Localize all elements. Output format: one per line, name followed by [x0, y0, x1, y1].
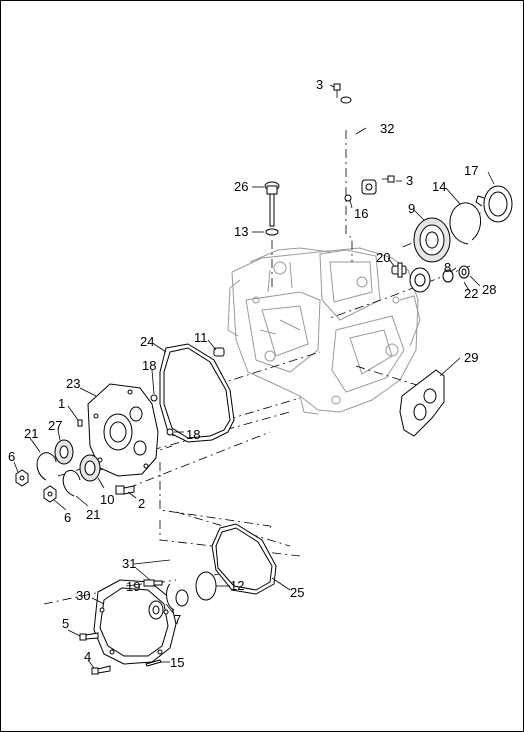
callout-10: 10	[100, 492, 114, 507]
callout-2: 2	[138, 496, 145, 511]
callout-18-upper: 18	[142, 358, 156, 373]
callout-labels: 3 32 3 16 26 13 17 14 9 20 8 22 28 29 24…	[8, 77, 496, 670]
callout-3-right: 3	[406, 173, 413, 188]
part-5-bolt	[79, 632, 99, 641]
part-13-o-ring	[265, 228, 279, 236]
callout-25: 25	[290, 585, 304, 600]
part-29-gasket	[399, 369, 445, 437]
part-21-ring-upper	[36, 452, 57, 481]
callout-1: 1	[58, 396, 65, 411]
part-9-bearing	[413, 217, 451, 263]
callout-8: 8	[444, 260, 451, 275]
callout-14: 14	[432, 179, 446, 194]
callout-21-upper: 21	[24, 426, 38, 441]
part-32-oil-tube	[340, 96, 377, 195]
callout-23: 23	[66, 376, 80, 391]
callout-21-lower: 21	[86, 507, 100, 522]
part-21-ring-lower	[62, 469, 81, 497]
callout-11: 11	[194, 330, 208, 345]
callout-12: 12	[230, 578, 244, 593]
callout-5: 5	[62, 616, 69, 631]
part-28-seal	[458, 265, 470, 279]
part-8-washer	[442, 269, 454, 283]
callout-16: 16	[354, 206, 368, 221]
part-7-seal	[148, 583, 189, 620]
part-19-bolt	[143, 579, 163, 587]
part-3-screw-top	[333, 83, 341, 98]
callout-29: 29	[464, 350, 478, 365]
callout-3-top: 3	[316, 77, 323, 92]
callout-13: 13	[234, 224, 248, 239]
part-1-pin	[77, 419, 83, 427]
part-22-spacer	[409, 267, 431, 293]
callout-22: 22	[464, 286, 478, 301]
callout-19: 19	[126, 579, 140, 594]
callout-32: 32	[380, 121, 394, 136]
part-27-bearing	[54, 439, 74, 465]
callout-27: 27	[48, 418, 62, 433]
callout-28: 28	[482, 282, 496, 297]
part-10-bearing	[79, 454, 101, 482]
callout-9: 9	[408, 201, 415, 216]
callout-6-lower: 6	[64, 510, 71, 525]
callout-31: 31	[122, 556, 136, 571]
callout-15: 15	[170, 655, 184, 670]
crankcase-ghost	[227, 247, 421, 415]
part-6-nut-upper	[15, 469, 29, 487]
part-12-ring	[195, 571, 217, 601]
leader-lines	[13, 84, 495, 669]
part-20-fitting	[391, 262, 407, 278]
callout-7: 7	[174, 612, 181, 627]
part-14-retaining-ring	[449, 202, 481, 245]
part-4-bolt	[91, 665, 111, 675]
part-2-bolt	[115, 485, 135, 495]
part-26-dipstick	[264, 181, 280, 227]
callout-17: 17	[464, 163, 478, 178]
part-23-inner-cover	[87, 383, 159, 477]
part-16-o-ring	[344, 194, 352, 202]
part-18-dowel-upper	[150, 394, 158, 402]
part-6-nut-lower	[43, 485, 57, 503]
callout-18-lower: 18	[186, 427, 200, 442]
part-11-dowel	[213, 347, 225, 357]
part-17-seal	[475, 185, 513, 223]
part-3-screw-right	[382, 175, 395, 183]
part-24-gasket	[159, 343, 235, 443]
callout-24: 24	[140, 334, 154, 349]
callout-20: 20	[376, 250, 390, 265]
callout-30: 30	[76, 588, 90, 603]
callout-6-upper: 6	[8, 449, 15, 464]
part-25-gasket	[211, 523, 277, 595]
callout-4: 4	[84, 649, 91, 664]
part-18-dowel-lower	[166, 428, 174, 436]
callout-26: 26	[234, 179, 248, 194]
